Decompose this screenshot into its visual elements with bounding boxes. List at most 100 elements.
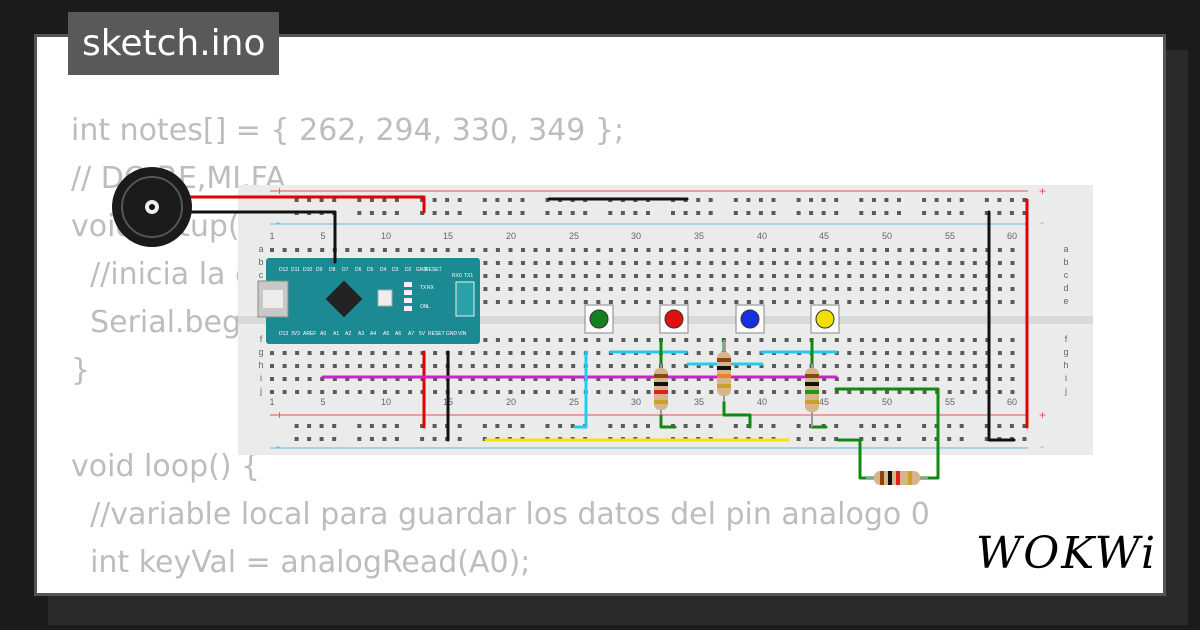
breadboard-hole — [332, 351, 337, 355]
button-cap[interactable] — [740, 309, 760, 329]
breadboard-hole — [307, 351, 312, 355]
breadboard-hole — [947, 211, 952, 215]
button-cap[interactable] — [815, 309, 835, 329]
breadboard-hole — [985, 261, 990, 265]
breadboard-hole — [834, 390, 839, 394]
breadboard-hole — [621, 338, 626, 342]
breadboard-hole — [558, 351, 563, 355]
wokwi-logo: WOKWi — [976, 528, 1158, 579]
resistor-band — [654, 390, 668, 394]
breadboard-hole — [370, 377, 375, 381]
breadboard-hole — [432, 198, 437, 202]
breadboard-hole — [521, 287, 525, 291]
push-button[interactable] — [584, 304, 614, 334]
breadboard-hole — [872, 248, 877, 252]
breadboard-hole — [709, 300, 714, 304]
breadboard-hole — [1010, 364, 1015, 368]
button-cap[interactable] — [664, 309, 684, 329]
breadboard-hole — [759, 338, 764, 342]
breadboard-hole — [495, 364, 500, 368]
pin-label: GND — [446, 331, 458, 337]
led-rx — [404, 290, 412, 295]
wire-green — [834, 387, 940, 480]
breadboard-hole — [282, 364, 287, 368]
row-letter: d — [1063, 283, 1068, 293]
column-number: 55 — [945, 397, 955, 407]
breadboard-hole — [758, 198, 763, 202]
resistor-band — [717, 366, 731, 370]
breadboard-hole — [596, 390, 601, 394]
breadboard-hole — [457, 198, 462, 202]
breadboard-hole — [897, 300, 902, 304]
breadboard-hole — [784, 390, 789, 394]
breadboard-hole — [809, 300, 814, 304]
breadboard-hole — [646, 248, 651, 252]
breadboard-hole — [420, 211, 425, 215]
breadboard-hole — [596, 274, 601, 278]
push-buttons[interactable] — [584, 304, 840, 334]
breadboard-hole — [709, 351, 714, 355]
breadboard-hole — [784, 274, 789, 278]
push-button[interactable] — [735, 304, 765, 334]
resistor-band — [717, 374, 731, 378]
breadboard-hole — [758, 211, 763, 215]
breadboard-hole — [320, 377, 325, 381]
column-number: 45 — [819, 231, 829, 241]
breadboard-hole — [307, 248, 312, 252]
button-cap[interactable] — [589, 309, 609, 329]
breadboard-hole — [809, 261, 814, 265]
piezo-buzzer[interactable] — [112, 167, 192, 247]
column-number: 20 — [506, 231, 516, 241]
breadboard-hole — [671, 300, 676, 304]
breadboard-hole — [583, 300, 588, 304]
breadboard-hole — [997, 211, 1002, 215]
breadboard-hole — [721, 248, 726, 252]
column-number: 45 — [819, 397, 829, 407]
breadboard-hole — [357, 198, 362, 202]
row-letter: i — [260, 373, 262, 383]
breadboard-hole — [972, 287, 977, 291]
push-button[interactable] — [810, 304, 840, 334]
breadboard-hole — [294, 424, 299, 428]
breadboard-hole — [571, 377, 576, 381]
breadboard-hole — [294, 198, 299, 202]
breadboard-hole — [884, 211, 889, 215]
breadboard-hole — [621, 261, 626, 265]
breadboard-hole — [394, 198, 399, 202]
breadboard-hole — [947, 377, 952, 381]
arduino-top-pin-labels: D12 D11 D10 D9 D8 D7 D6 D5 D4 D3 D2 GND … — [279, 267, 473, 279]
push-button[interactable] — [659, 304, 689, 334]
pin-label: D8 — [329, 267, 336, 273]
breadboard-hole — [922, 274, 927, 278]
breadboard-hole — [797, 248, 802, 252]
breadboard-hole — [307, 424, 312, 428]
breadboard-hole — [495, 424, 500, 428]
breadboard-hole — [507, 198, 512, 202]
code-line: void loop() { — [71, 449, 261, 484]
breadboard-hole — [997, 377, 1002, 381]
breadboard-hole — [608, 287, 613, 291]
breadboard-hole — [495, 351, 500, 355]
breadboard-hole — [709, 248, 714, 252]
arduino-nano[interactable]: D12 D11 D10 D9 D8 D7 D6 D5 D4 D3 D2 GND … — [257, 258, 480, 344]
breadboard-hole — [759, 300, 764, 304]
breadboard-hole — [457, 211, 462, 215]
column-number: 30 — [631, 397, 641, 407]
breadboard-hole — [872, 351, 877, 355]
breadboard-hole — [696, 211, 701, 215]
breadboard-hole — [935, 377, 940, 381]
breadboard-hole — [972, 364, 977, 368]
breadboard-hole — [270, 364, 274, 368]
reset-button[interactable] — [377, 289, 393, 307]
breadboard-hole — [369, 198, 374, 202]
row-letter: i — [1065, 373, 1067, 383]
breadboard-hole — [546, 261, 551, 265]
breadboard-hole — [432, 211, 437, 215]
pin-label: A1 — [333, 331, 339, 337]
breadboard-hole — [960, 390, 965, 394]
breadboard-hole — [897, 248, 902, 252]
breadboard-hole — [520, 211, 525, 215]
pin-label: A7 — [408, 331, 414, 337]
breadboard-hole — [433, 248, 438, 252]
